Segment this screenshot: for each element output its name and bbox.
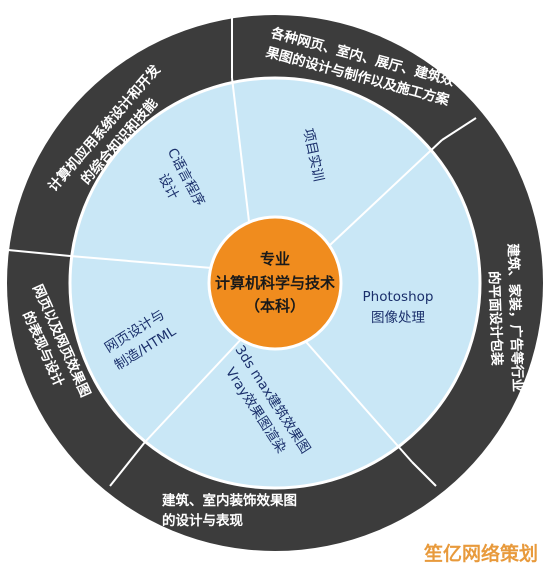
watermark-text: 笙亿网络策划 xyxy=(423,542,538,565)
outer-label-architecture-render: 建筑、室内装饰效果图 的设计与表现 xyxy=(161,492,297,529)
center-subtitle: 计算机科学与技术 xyxy=(215,274,335,292)
inner-label-line: 图像处理 xyxy=(371,310,425,326)
center-degree: （本科） xyxy=(245,297,305,315)
inner-label-photoshop: Photoshop 图像处理 xyxy=(363,289,434,326)
inner-label-line: Photoshop xyxy=(363,289,434,305)
center-circle xyxy=(207,215,343,351)
outer-divider xyxy=(441,117,477,141)
outer-label-line: 建筑、家装，广告等行业 xyxy=(504,242,526,392)
inner-divider xyxy=(144,334,246,443)
outer-divider xyxy=(7,249,71,257)
outer-divider xyxy=(411,461,437,487)
outer-label-line: 的设计与表现 xyxy=(162,512,243,529)
center-title: 专业 xyxy=(260,250,290,268)
outer-label-graphic-design: 建筑、家装，广告等行业 的平面设计包装 xyxy=(485,242,526,392)
outer-divider xyxy=(109,441,146,487)
inner-divider xyxy=(69,255,213,269)
inner-divider xyxy=(299,334,413,463)
outer-label-line: 建筑、室内装饰效果图 xyxy=(161,492,297,509)
inner-divider xyxy=(231,77,251,231)
outer-label-line: 的平面设计包装 xyxy=(485,271,505,367)
inner-divider xyxy=(329,139,443,246)
